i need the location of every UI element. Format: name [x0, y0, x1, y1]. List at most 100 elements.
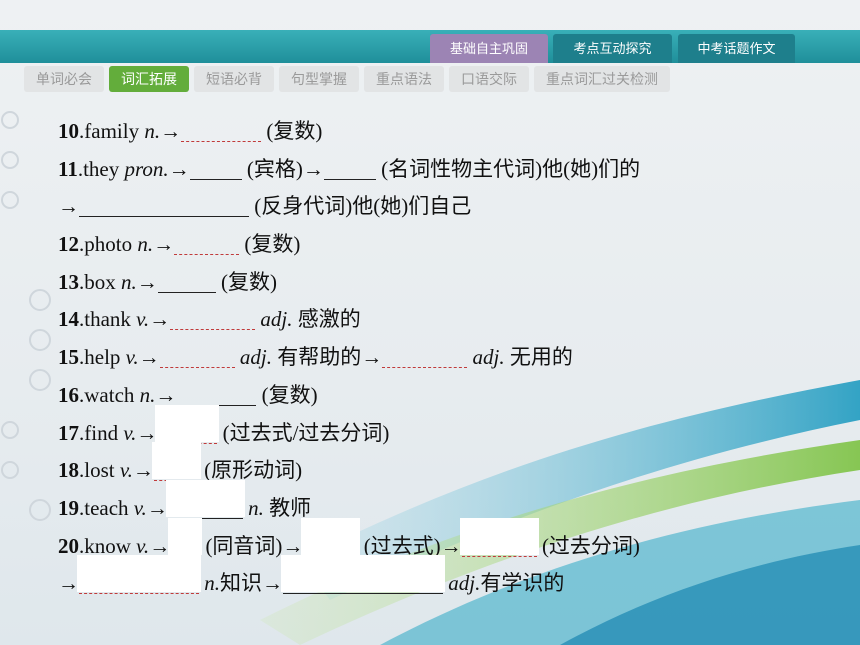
exercise-line: 14.thank v.→ adj. 感激的	[58, 301, 640, 339]
part-of-speech: n.	[121, 269, 137, 294]
top-bar: 基础自主巩固 考点互动探究 中考话题作文	[0, 30, 860, 63]
item-number: 15	[58, 345, 79, 370]
answer-blank[interactable]	[323, 155, 376, 180]
answer-blank[interactable]	[79, 192, 249, 218]
item-number: 12	[58, 232, 79, 257]
part-of-speech: n.	[137, 232, 154, 257]
part-of-speech: v.	[136, 307, 150, 332]
answer-blank[interactable]	[181, 117, 262, 142]
tab-basic-review[interactable]: 基础自主巩固	[430, 34, 548, 63]
answer-blank[interactable]	[174, 230, 240, 256]
arrow: →	[132, 458, 154, 483]
gloss: (过去分词)	[536, 533, 640, 558]
item-number: 17	[58, 420, 79, 445]
word: .family	[79, 119, 145, 143]
gloss: (复数)	[256, 382, 318, 407]
part-of-speech: pron.	[124, 156, 169, 181]
subnav-sentence-patterns[interactable]: 句型掌握	[279, 66, 359, 92]
gloss: 有学识的	[480, 571, 565, 596]
exercise-line: 16.watch n.→ (复数)	[58, 377, 640, 415]
part-of-speech: v.	[123, 420, 137, 445]
part-of-speech: adj.	[255, 307, 293, 332]
answer-blank[interactable]	[382, 343, 468, 369]
part-of-speech: n.	[144, 119, 161, 143]
part-of-speech: v.	[119, 458, 133, 483]
arrow: →	[136, 420, 158, 445]
arrow: →	[155, 382, 177, 407]
arrow: →	[168, 156, 190, 181]
exercise-list: 10.family n.→ (复数) 11.they pron.→ (宾格)→ …	[58, 113, 640, 603]
item-number: 11	[58, 156, 78, 181]
word: .teach	[79, 495, 134, 520]
part-of-speech: n.	[199, 571, 220, 596]
exercise-line: 19.teach v.→ n. 教师	[58, 479, 640, 528]
subnav-vocab-expansion[interactable]: 词汇拓展	[109, 66, 189, 92]
part-of-speech: adj.	[443, 571, 481, 596]
item-number: 10	[58, 119, 79, 143]
answer-blank[interactable]	[151, 442, 201, 482]
word: .thank	[79, 307, 137, 332]
exercise-line: 15.help v.→ adj. 有帮助的→ adj. 无用的	[58, 339, 640, 377]
exercise-line: 11.they pron.→ (宾格)→ (名词性物主代词)他(她)们的	[58, 151, 640, 189]
arrow: →	[149, 307, 171, 332]
gloss: (名词性物主代词)他(她)们的	[375, 156, 641, 181]
answer-blank[interactable]	[168, 517, 203, 557]
part-of-speech: v.	[133, 495, 147, 520]
gloss: 教师	[263, 495, 312, 520]
arrow: →	[146, 495, 168, 520]
exercise-line: 17.find v.→ (过去式/过去分词)	[58, 404, 640, 453]
gloss: (过去式)→	[358, 533, 462, 558]
answer-blank[interactable]	[301, 517, 361, 557]
subnav-oral-communication[interactable]: 口语交际	[449, 66, 529, 92]
part-of-speech: adj.	[234, 345, 273, 370]
answer-blank[interactable]	[155, 404, 220, 444]
part-of-speech: v.	[125, 345, 139, 370]
part-of-speech: n.	[242, 495, 264, 520]
gloss: 知识→	[220, 571, 283, 596]
answer-blank[interactable]	[281, 555, 445, 595]
word: .watch	[79, 382, 140, 407]
word: .photo	[79, 232, 138, 257]
answer-blank[interactable]	[165, 479, 245, 519]
gloss: (过去式/过去分词)	[217, 420, 390, 445]
part-of-speech: n.	[139, 382, 156, 407]
part-of-speech: v.	[136, 533, 150, 558]
arrow: →	[58, 194, 79, 219]
item-number: 18	[58, 458, 79, 483]
answer-blank[interactable]	[459, 517, 539, 557]
subnav-phrases[interactable]: 短语必背	[194, 66, 274, 92]
word: .find	[79, 420, 124, 445]
item-number: 13	[58, 269, 79, 294]
gloss: (同音词)→	[200, 533, 304, 558]
tab-topic-writing[interactable]: 中考话题作文	[678, 34, 795, 63]
exercise-line: → (反身代词)他(她)们自己	[58, 188, 640, 226]
gloss: 感激的	[292, 307, 361, 332]
exercise-line: → n.知识→ adj.有学识的	[58, 555, 640, 603]
arrow: →	[138, 345, 160, 370]
answer-blank[interactable]	[77, 555, 201, 595]
gloss: 有帮助的→	[272, 345, 383, 370]
subnav-must-know-words[interactable]: 单词必会	[24, 66, 104, 92]
arrow: →	[153, 232, 175, 257]
subnav-vocab-test[interactable]: 重点词汇过关检测	[534, 66, 670, 92]
answer-blank[interactable]	[189, 155, 242, 180]
subnav-grammar[interactable]: 重点语法	[364, 66, 444, 92]
answer-blank[interactable]	[170, 305, 256, 331]
item-number: 20	[58, 533, 79, 558]
sub-navigation: 单词必会 词汇拓展 短语必背 句型掌握 重点语法 口语交际 重点词汇过关检测	[24, 66, 670, 92]
gloss: (反身代词)他(她)们自己	[249, 194, 472, 219]
word: .lost	[79, 458, 120, 483]
arrow: →	[160, 119, 182, 143]
answer-blank[interactable]	[157, 268, 216, 293]
word: .know	[79, 533, 137, 558]
gloss: (宾格)→	[241, 156, 324, 181]
exercise-line: 10.family n.→ (复数)	[58, 113, 640, 151]
tab-interactive-explore[interactable]: 考点互动探究	[553, 34, 672, 63]
answer-blank[interactable]	[159, 343, 235, 369]
word: .help	[79, 345, 126, 370]
gloss: (复数)	[239, 232, 301, 257]
gloss: 无用的	[504, 345, 573, 370]
gloss: (原形动词)	[198, 458, 303, 483]
answer-blank[interactable]	[176, 381, 257, 406]
word: .they	[77, 156, 125, 181]
